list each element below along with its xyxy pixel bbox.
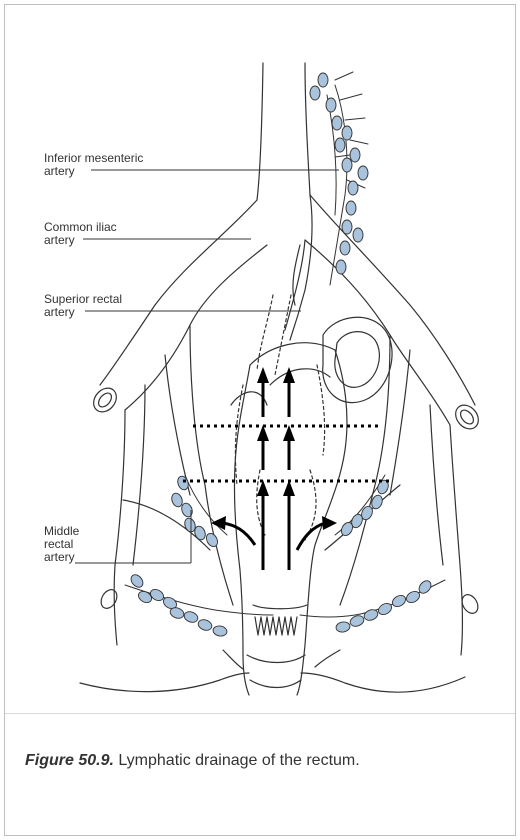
lymph-node xyxy=(310,86,320,100)
lymph-node xyxy=(197,618,214,632)
lymph-node xyxy=(212,625,228,637)
lymph-node xyxy=(336,260,346,274)
label-common-iliac-line1: Common iliac xyxy=(44,220,117,234)
label-inferior-mesenteric-line1: Inferior mesenteric xyxy=(44,151,143,165)
arrow-left xyxy=(211,516,226,530)
label-middle-rectal-line2: rectal xyxy=(44,537,73,551)
lymph-node xyxy=(342,220,352,234)
aorta-right-wall xyxy=(305,63,310,195)
left-iliac-cut-end xyxy=(89,384,121,417)
anal-canal xyxy=(253,605,307,609)
lymph-node xyxy=(318,73,328,87)
label-superior-rectal-line1: Superior rectal xyxy=(44,292,122,306)
lymph-node xyxy=(350,148,360,162)
lymph-node xyxy=(326,98,336,112)
lymph-node xyxy=(358,166,368,180)
lymph-node xyxy=(349,614,366,628)
lymph-node xyxy=(183,610,200,624)
lymph-node xyxy=(346,201,356,215)
caption-divider xyxy=(5,713,515,714)
pelvic-floor xyxy=(80,673,249,692)
label-superior-rectal-line2: artery xyxy=(44,305,75,319)
arrow-up xyxy=(283,367,295,383)
sigmoid-colon-section xyxy=(323,317,392,402)
lymph-node xyxy=(348,181,358,195)
label-inferior-mesenteric-line2: artery xyxy=(44,164,75,178)
lymph-node xyxy=(342,126,352,140)
right-iliac-cut-end xyxy=(451,401,483,434)
caption-text: Lymphatic drainage of the rectum. xyxy=(114,752,360,769)
lymph-node xyxy=(376,601,393,617)
arrowheads xyxy=(211,367,337,530)
label-middle-rectal-line1: Middle xyxy=(44,524,80,538)
aorta-left-wall xyxy=(257,63,263,200)
lymph-nodes xyxy=(129,73,434,637)
right-iliac-inner xyxy=(305,240,450,425)
label-middle-rectal-line3: artery xyxy=(44,550,75,564)
lymph-node xyxy=(342,158,352,172)
label-common-iliac-line2: artery xyxy=(44,233,75,247)
arrow-right xyxy=(322,516,337,530)
figure-caption: Figure 50.9. Lymphatic drainage of the r… xyxy=(25,752,360,770)
lymph-node xyxy=(404,589,421,605)
lymph-node xyxy=(335,138,345,152)
lymph-node xyxy=(390,593,407,609)
lymph-node xyxy=(332,116,342,130)
right-iliac-outer xyxy=(310,195,475,405)
arrow-up xyxy=(283,480,295,496)
lymph-node xyxy=(340,241,350,255)
lymph-node xyxy=(335,621,351,633)
arrow-up xyxy=(257,367,269,383)
figure-number: Figure 50.9. xyxy=(25,752,114,769)
left-iliac-outer xyxy=(100,200,257,385)
lymphatic-drainage-diagram: Inferior mesenteric artery Common iliac … xyxy=(5,5,515,711)
lymph-node xyxy=(353,228,363,242)
